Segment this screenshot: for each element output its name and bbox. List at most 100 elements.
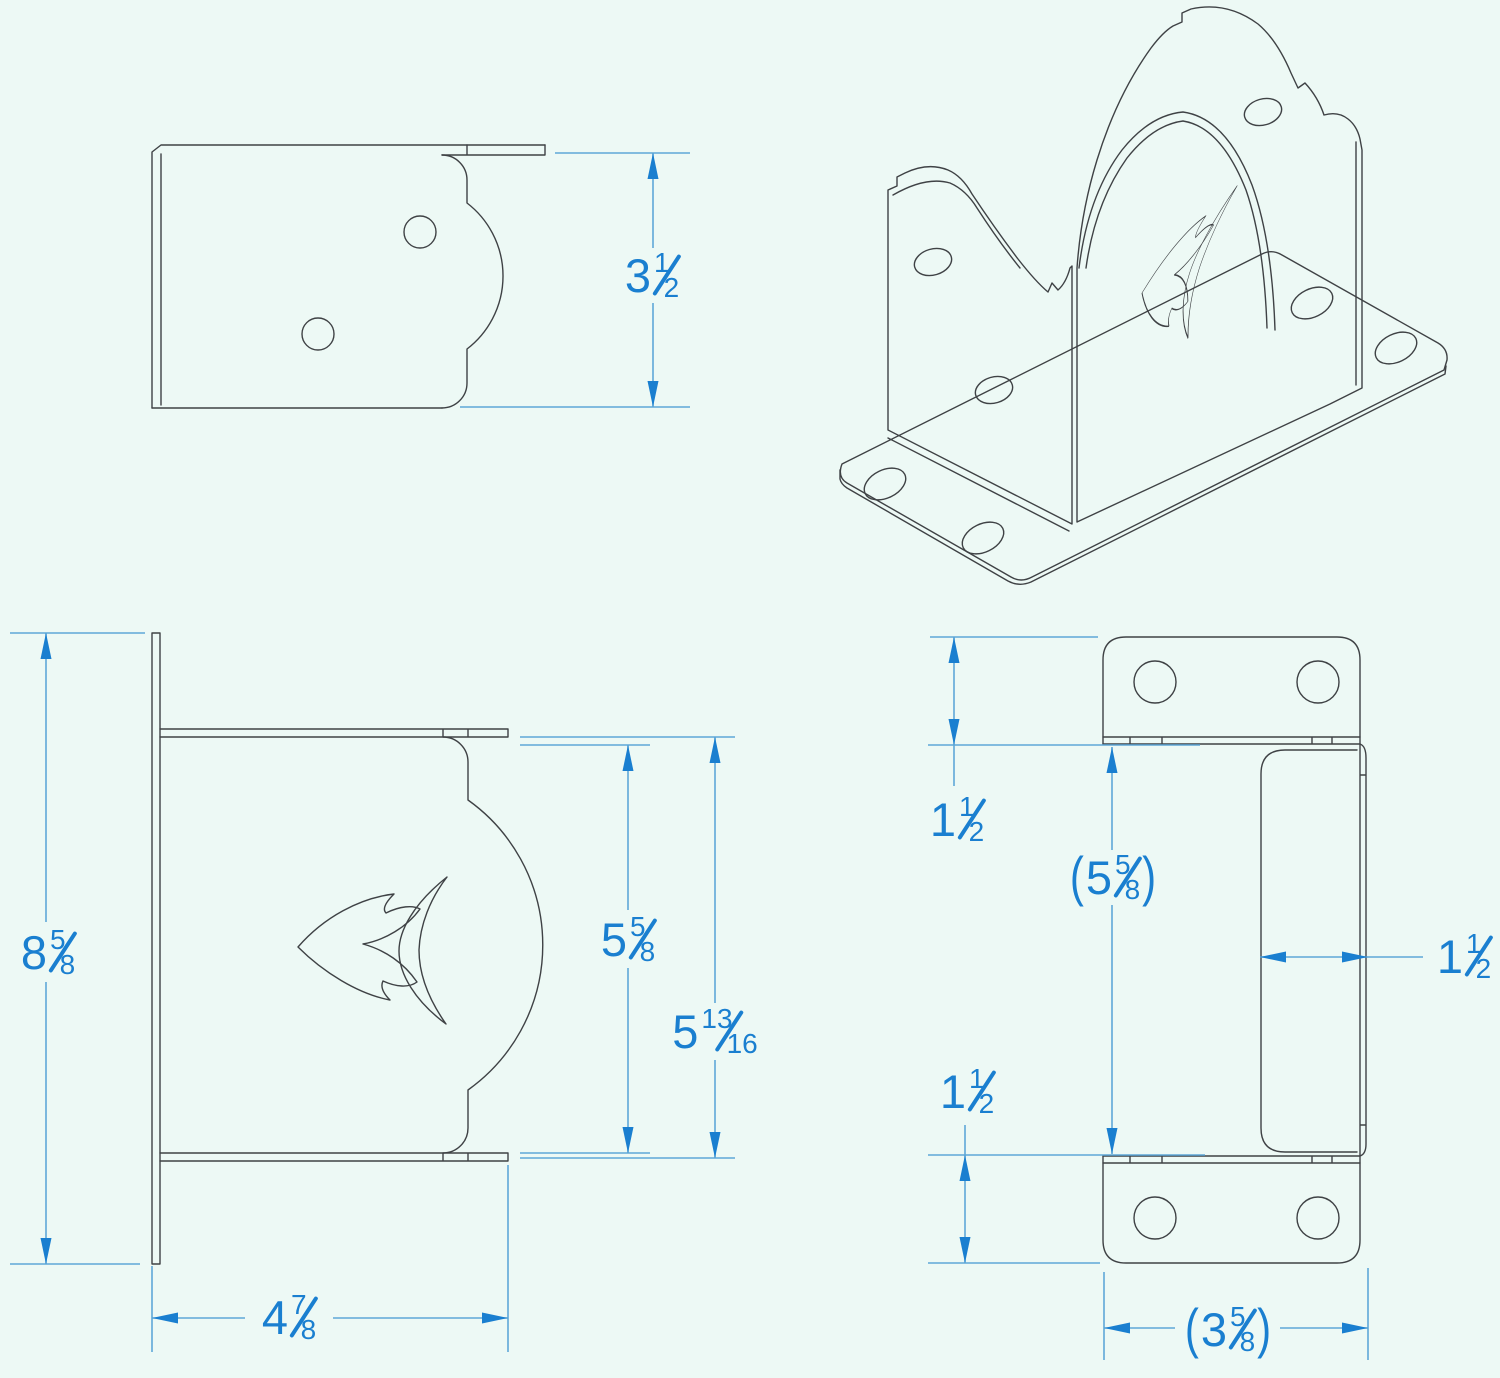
iso-right-wall xyxy=(1076,6,1363,523)
iso-base-plate xyxy=(839,251,1448,581)
extension-line xyxy=(928,636,1200,746)
side-view-top-flange xyxy=(1102,636,1361,745)
top-view-outline xyxy=(151,144,546,409)
dim-numerator: 7 xyxy=(290,1289,307,1320)
dim-arrow-up xyxy=(1106,747,1118,773)
iso-base-plate-thickness xyxy=(839,365,1447,585)
dim-whole: 1 xyxy=(1436,929,1463,983)
logo-cutout xyxy=(1115,185,1238,374)
bolt-hole xyxy=(1296,660,1340,704)
side-view xyxy=(928,636,1423,1360)
dim-denominator: 8 xyxy=(59,949,76,980)
extension-line xyxy=(10,632,145,1265)
dim-arrow-left xyxy=(1260,951,1286,963)
bolt-hole xyxy=(403,215,437,249)
dim-denominator: 2 xyxy=(1475,953,1492,984)
side-view-bottom-flange xyxy=(1102,1155,1361,1264)
dim-whole: 5 xyxy=(672,1004,699,1058)
dim-denominator: 8 xyxy=(1239,1326,1256,1357)
dim-arrow-left xyxy=(152,1312,178,1324)
dim-numerator: 1 xyxy=(968,1063,985,1094)
dim-arrow-down xyxy=(622,1127,634,1153)
dim-whole: 8 xyxy=(20,925,47,979)
dim-numerator: 5 xyxy=(1114,849,1131,880)
dim-denominator: 16 xyxy=(726,1028,758,1059)
dim-numerator: 1 xyxy=(1465,928,1482,959)
dim-arrow-up xyxy=(622,745,634,771)
dim-numerator: 1 xyxy=(653,247,670,278)
dim-whole: 5 xyxy=(600,912,627,966)
iso-left-wall-fold-line xyxy=(887,437,1070,532)
bolt-hole xyxy=(1296,1196,1340,1240)
dim-arrow-up xyxy=(959,1155,971,1181)
dim-denominator: 2 xyxy=(663,272,680,303)
dim-arrow-down xyxy=(959,1237,971,1263)
dim-whole: 1 xyxy=(929,792,956,846)
iso-left-wall xyxy=(887,165,1073,525)
dim-denominator: 8 xyxy=(639,936,656,967)
iso-left-wall-edge-thickness xyxy=(892,180,1021,269)
iso-right-wall-arch-thickness xyxy=(1085,120,1268,329)
front-view-bottom-flange xyxy=(159,1152,509,1162)
dim-whole: 5 xyxy=(1085,850,1112,904)
extension-line xyxy=(151,1165,509,1352)
dim-whole: 1 xyxy=(939,1064,966,1118)
dim-numerator: 5 xyxy=(49,924,66,955)
front-view xyxy=(10,632,735,1352)
bolt-hole xyxy=(1374,331,1418,365)
bolt-hole xyxy=(1133,1196,1177,1240)
bolt-hole xyxy=(1243,97,1283,127)
iso-right-wall-arch xyxy=(1078,111,1276,331)
dim-arrow-right xyxy=(1342,1322,1368,1334)
isometric-view xyxy=(839,6,1448,585)
bolt-hole xyxy=(913,247,953,277)
bolt-hole xyxy=(974,375,1014,405)
dim-denominator: 2 xyxy=(968,816,985,847)
extension-line xyxy=(928,1154,1205,1264)
dim-arrow-down xyxy=(1106,1128,1118,1154)
dim-denominator: 8 xyxy=(1124,874,1141,905)
dim-arrow-up xyxy=(948,637,960,663)
top-view-scallop-edge xyxy=(441,154,504,409)
front-view-top-flange xyxy=(159,728,509,738)
dim-arrow-left xyxy=(1104,1322,1130,1334)
extension-line xyxy=(460,152,690,408)
dim-whole: 3 xyxy=(1200,1302,1227,1356)
dim-arrow-up xyxy=(40,633,52,659)
bolt-hole xyxy=(1290,286,1334,320)
dim-arrow-right xyxy=(1342,951,1368,963)
dim-whole: 3 xyxy=(624,248,651,302)
side-view-top-flange-bend-lines xyxy=(1102,736,1361,745)
dim-arrow-down xyxy=(647,381,659,407)
top-view-tab-edge xyxy=(441,144,546,156)
extension-line xyxy=(1103,1268,1369,1360)
dim-denominator: 8 xyxy=(300,1314,317,1345)
dim-arrow-up xyxy=(709,737,721,763)
dim-numerator: 5 xyxy=(629,911,646,942)
dim-open-paren: ( xyxy=(1069,845,1084,907)
dim-numerator: 1 xyxy=(958,791,975,822)
dim-denominator: 2 xyxy=(978,1088,995,1119)
side-view-bottom-flange-bend-lines xyxy=(1102,1155,1361,1164)
bolt-hole xyxy=(863,467,907,501)
bolt-hole xyxy=(1133,660,1177,704)
dim-arrow-up xyxy=(647,153,659,179)
front-view-scallop-edge xyxy=(442,736,544,1154)
bolt-hole xyxy=(301,317,335,351)
bolt-hole xyxy=(961,521,1005,555)
dim-arrow-right xyxy=(482,1312,508,1324)
side-view-channel-rib xyxy=(1260,749,1358,1153)
dim-numerator: 5 xyxy=(1229,1301,1246,1332)
dim-arrow-down xyxy=(40,1238,52,1264)
front-view-left-edges xyxy=(151,632,161,1265)
dim-whole: 4 xyxy=(261,1290,288,1344)
